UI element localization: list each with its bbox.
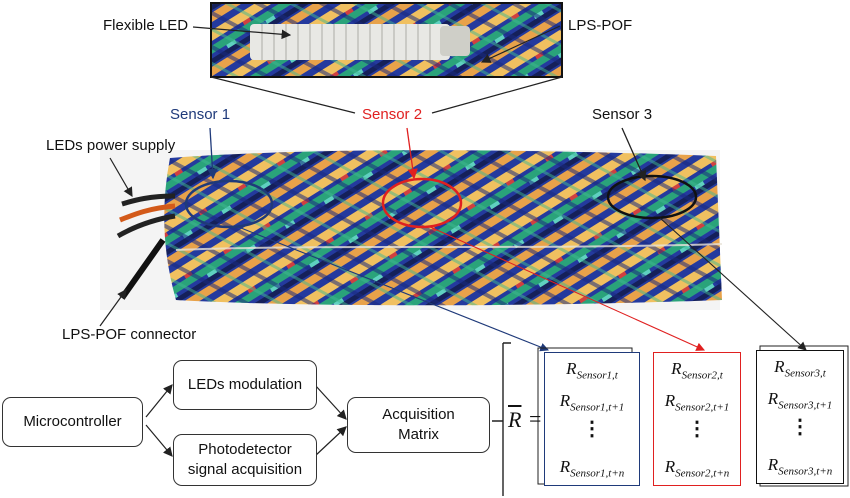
cell-sensor2-t: RSensor2,t [671,359,723,382]
leds-power-supply-label: LEDs power supply [46,137,176,154]
photodetector-line1: Photodetector [198,441,292,458]
acquisition-matrix-box: Acquisition Matrix [347,397,490,453]
sleeve-photo [100,150,723,310]
cell-sensor1-t: RSensor1,t [566,359,618,382]
dots-sensor3: ⋮ [790,416,810,438]
acquisition-line2: Matrix [398,426,439,443]
cell-sensor3-t1: RSensor3,t+1 [767,389,833,412]
sensor3-ellipse [606,174,698,220]
sensor1-ellipse [184,179,274,229]
photodetector-line2: signal acquisition [187,461,303,478]
matrix-symbol: R [508,407,522,432]
matrix-column-sensor1: RSensor1,t RSensor1,t+1 ⋮ RSensor1,t+n [544,352,640,486]
sensor2-ellipse [381,177,463,229]
leds-modulation-label: LEDs modulation [187,376,303,393]
sensor2-label: Sensor 2 [362,106,423,123]
lps-pof-label: LPS-POF [568,17,633,34]
microcontroller-box: Microcontroller [2,397,143,447]
leds-modulation-box: LEDs modulation [173,360,317,410]
microcontroller-label: Microcontroller [23,413,122,430]
matrix-column-sensor3: RSensor3,t RSensor3,t+1 ⋮ RSensor3,t+n [756,350,844,484]
lps-pof-connector-label: LPS-POF connector [62,326,197,343]
flexible-led-label: Flexible LED [103,17,189,34]
cell-sensor1-tn: RSensor1,t+n [559,457,625,480]
dots-sensor2: ⋮ [687,418,707,440]
cell-sensor3-tn: RSensor3,t+n [767,455,833,478]
sensor1-label: Sensor 1 [170,106,231,123]
cell-sensor2-t1: RSensor2,t+1 [664,391,730,414]
photodetector-box: Photodetector signal acquisition [173,434,317,486]
matrix-column-sensor2: RSensor2,t RSensor2,t+1 ⋮ RSensor2,t+n [653,352,741,486]
acquisition-line1: Acquisition [382,406,455,423]
cell-sensor1-t1: RSensor1,t+1 [559,391,625,414]
cell-sensor3-t: RSensor3,t [774,357,826,380]
dots-sensor1: ⋮ [582,418,602,440]
equals-sign: = [529,406,542,431]
cell-sensor2-tn: RSensor2,t+n [664,457,730,480]
sensor3-label: Sensor 3 [592,106,653,123]
zoom-inset-photo [210,2,563,78]
